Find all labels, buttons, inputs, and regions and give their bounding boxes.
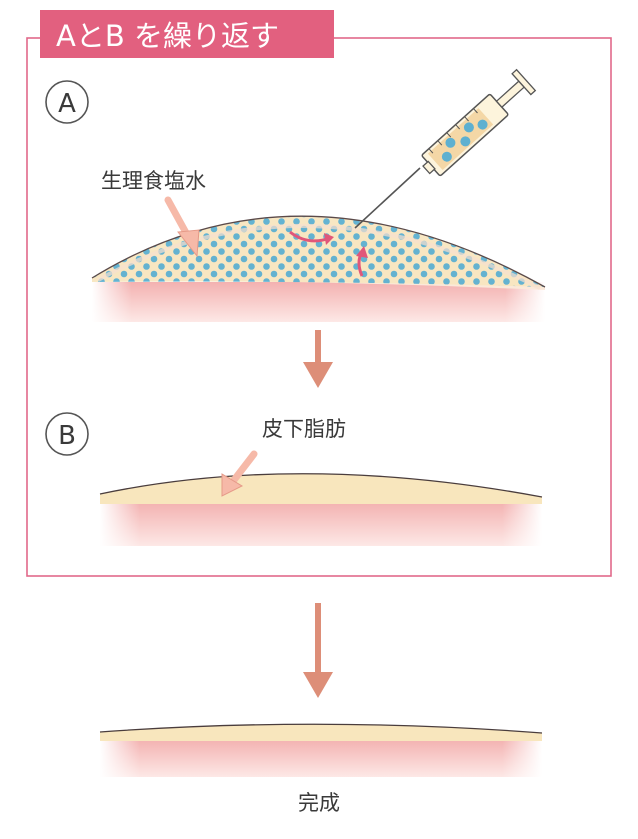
- skin-layer-a: [92, 282, 545, 322]
- frame-title: AとB を繰り返す: [56, 19, 279, 53]
- saline-label: 生理食塩水: [101, 169, 206, 193]
- saline-dots: [92, 216, 545, 287]
- frame-title-bg: [40, 10, 334, 58]
- fat-label: 皮下脂肪: [262, 417, 346, 441]
- result: 完成: [99, 723, 543, 815]
- skin-surface-result: [99, 723, 543, 734]
- skin-layer-b: [100, 502, 542, 546]
- step-a-marker: A: [58, 89, 76, 119]
- step-a-marker-circle: [45, 80, 89, 124]
- step-b: B 皮下脂肪: [45, 412, 543, 546]
- step-b-marker-circle: [45, 412, 89, 456]
- fat-layer-b: [100, 473, 542, 504]
- result-label: 完成: [298, 791, 340, 815]
- fat-layer-result: [100, 724, 542, 741]
- down-arrow-1: [303, 330, 333, 388]
- skin-layer-result: [100, 739, 542, 777]
- down-arrow-2: [303, 603, 333, 698]
- syringe-icon: [354, 68, 537, 229]
- step-b-marker: B: [58, 421, 76, 451]
- skin-surface-a: [91, 215, 546, 288]
- skin-surface-b: [99, 473, 543, 498]
- step-a: A 生理食塩水: [45, 68, 546, 322]
- fat-pointer: [230, 450, 258, 484]
